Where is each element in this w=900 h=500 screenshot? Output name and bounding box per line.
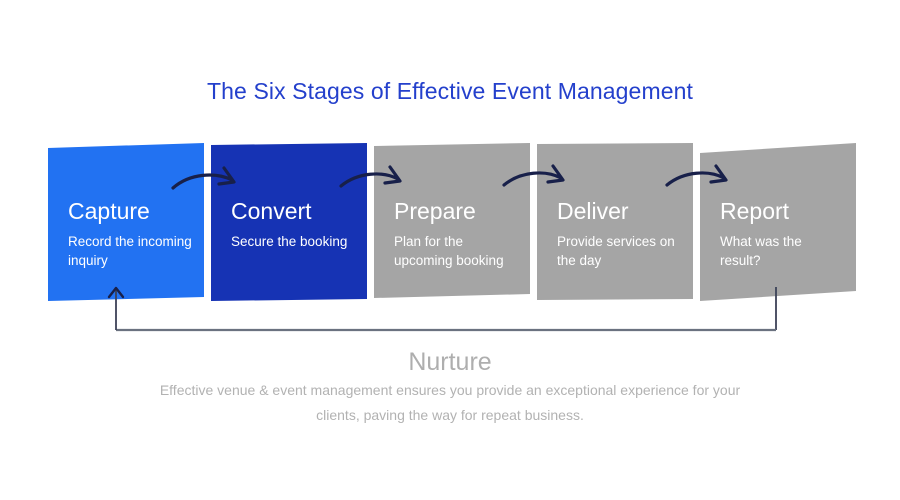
stage-card-capture[interactable]: Capture Record the incoming inquiry [48, 143, 204, 301]
stage-card-shape [48, 143, 204, 301]
stage-card-convert[interactable]: Convert Secure the booking [211, 143, 367, 301]
stage-description: Provide services on the day [557, 234, 675, 269]
stage-card-text: Report What was the result? [720, 199, 846, 270]
stage-card-text: Capture Record the incoming inquiry [68, 199, 194, 270]
nurture-description: Effective venue & event management ensur… [159, 382, 741, 423]
stage-card-shape [700, 143, 856, 301]
stage-card-report[interactable]: Report What was the result? [700, 143, 856, 301]
stage-description: Record the incoming inquiry [68, 234, 192, 269]
stage-card-text: Deliver Provide services on the day [557, 199, 683, 270]
nurture-label: Nurture [408, 348, 492, 376]
stage-card-prepare[interactable]: Prepare Plan for the upcoming booking [374, 143, 530, 301]
stage-title: Report [720, 198, 790, 224]
stage-title: Convert [231, 198, 312, 224]
stage-card-text: Prepare Plan for the upcoming booking [394, 199, 520, 270]
stage-description: What was the result? [720, 234, 802, 269]
stage-description: Plan for the upcoming booking [394, 234, 504, 269]
stage-title: Prepare [394, 198, 476, 224]
stage-title: Deliver [557, 198, 629, 224]
stage-card-deliver[interactable]: Deliver Provide services on the day [537, 143, 693, 301]
stage-card-shape [374, 143, 530, 298]
page-title: The Six Stages of Effective Event Manage… [207, 78, 693, 104]
stage-description: Secure the booking [231, 234, 348, 250]
stage-card-shape [537, 143, 693, 300]
stage-card-shape [211, 143, 367, 301]
stage-title: Capture [68, 198, 150, 224]
stage-card-text: Convert Secure the booking [231, 199, 357, 251]
